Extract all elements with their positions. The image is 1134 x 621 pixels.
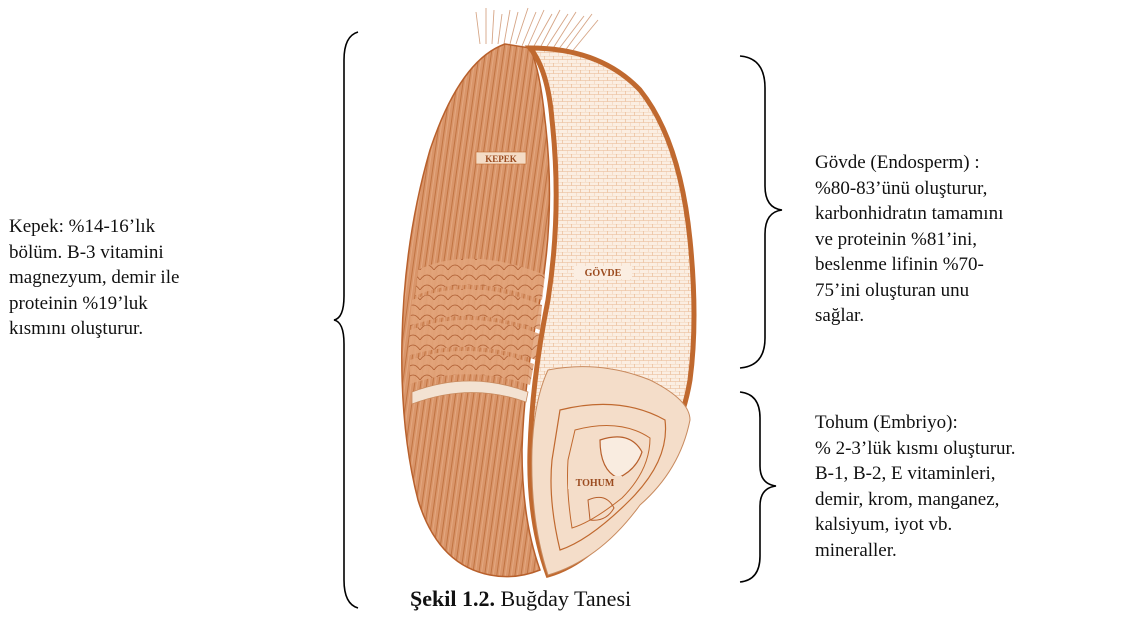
bran-description: Kepek: %14-16’lık bölüm. B-3 vitamini ma… (9, 214, 269, 342)
svg-text:TOHUM: TOHUM (576, 478, 615, 489)
germ-description: Tohum (Embriyo): % 2-3’lük kısmı oluştur… (815, 410, 1133, 563)
label-govde: GÖVDE (574, 266, 632, 279)
figure-caption: Şekil 1.2. Buğday Tanesi (410, 586, 710, 612)
svg-text:GÖVDE: GÖVDE (585, 266, 622, 279)
endosperm-description: Gövde (Endosperm) : %80-83’ünü oluşturur… (815, 150, 1115, 329)
left-brace (334, 32, 358, 608)
figure-number: Şekil 1.2. (410, 586, 495, 611)
figure-title: Buğday Tanesi (500, 586, 631, 611)
right-top-brace (740, 56, 782, 368)
label-kepek: KEPEK (476, 152, 526, 164)
right-bottom-brace (740, 392, 776, 582)
label-tohum: TOHUM (568, 476, 622, 489)
svg-text:KEPEK: KEPEK (485, 154, 517, 164)
